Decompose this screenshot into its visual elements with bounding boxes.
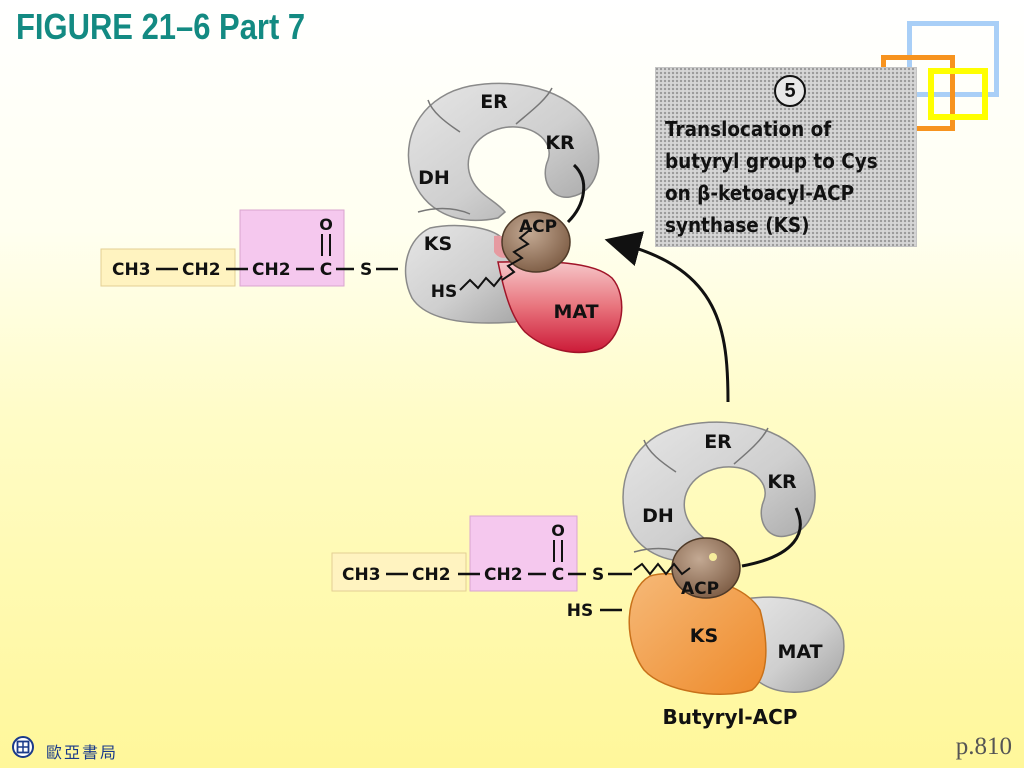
- bottom-er-label: ER: [704, 431, 732, 453]
- bottom-butyryl-chain: CH3 CH2 CH2 C O S: [331, 515, 632, 592]
- bottom-acp-zigzag: [633, 562, 691, 576]
- bottom-chain-highlight-yellow: [331, 552, 467, 592]
- bottom-caption: Butyryl-ACP: [663, 705, 798, 729]
- bottom-acp-highlight-dot: [709, 553, 717, 561]
- top-chain-carbonyl-c: C: [320, 260, 332, 280]
- bottom-kr-label: KR: [767, 471, 797, 493]
- top-dh-label: DH: [418, 167, 450, 189]
- top-mat-domain: [497, 260, 623, 354]
- top-chain-highlight-pink: [239, 209, 345, 287]
- bottom-chain-carbonyl-o: O: [551, 521, 565, 540]
- step-description: Translocation of butyryl group to Cys on…: [665, 113, 893, 241]
- top-er-label: ER: [480, 91, 508, 113]
- step-line-1: Translocation of: [665, 117, 832, 141]
- yellow-square-decoration: [928, 68, 988, 120]
- bottom-domain-divider-er-kr: [733, 427, 769, 465]
- bottom-hs-label: HS: [567, 601, 593, 621]
- translocation-arrow: [604, 231, 730, 403]
- top-chain-sulfur: S: [360, 260, 372, 280]
- top-chain-ch2-a: CH2: [182, 260, 221, 280]
- publisher-logo-icon: [12, 736, 34, 758]
- step-description-box: 5 Translocation of butyryl group to Cys …: [655, 67, 917, 247]
- bottom-chain-ch2-a: CH2: [412, 565, 451, 585]
- top-mat-label: MAT: [553, 301, 598, 323]
- bottom-protein-arm-er-kr-dh: [622, 421, 816, 563]
- bottom-ks-label: KS: [690, 625, 718, 647]
- top-protein-arm-er-kr-dh: [407, 82, 600, 222]
- bottom-mat-domain: [739, 596, 845, 693]
- top-kr-label: KR: [545, 132, 575, 154]
- step-number-badge: 5: [774, 75, 806, 107]
- bottom-chain-sulfur: S: [592, 565, 604, 585]
- top-acp-domain: [501, 211, 571, 273]
- top-hs-label: HS: [431, 282, 457, 302]
- step-line-2: butyryl group to Cys: [665, 149, 878, 173]
- step-line-3: on β-ketoacyl-ACP: [665, 181, 855, 205]
- publisher-name: 歐亞書局: [46, 743, 119, 762]
- top-chain-highlight-yellow: [100, 248, 236, 287]
- bottom-dh-label: DH: [642, 505, 674, 527]
- top-butyryl-chain: CH3 CH2 CH2 C O S: [100, 209, 398, 287]
- bottom-chain-ch3: CH3: [342, 565, 381, 585]
- top-acp-label: ACP: [519, 217, 557, 237]
- bottom-chain-highlight-pink: [469, 515, 578, 592]
- top-synthase-complex: ER KR DH KS ACP MAT HS: [404, 82, 623, 354]
- bottom-domain-divider-er-dh: [643, 439, 677, 473]
- step-line-4: synthase (KS): [665, 213, 810, 237]
- bottom-kr-acp-tether: [741, 507, 802, 568]
- top-acp-zigzag: [501, 227, 533, 281]
- top-chain-carbonyl-o: O: [319, 215, 333, 234]
- top-ks-zigzag: [459, 275, 503, 291]
- bottom-synthase-complex: ER KR DH ACP KS MAT HS Butyryl-ACP: [567, 421, 845, 729]
- top-kr-acp-tether: [566, 163, 586, 224]
- bottom-mat-label: MAT: [777, 641, 822, 663]
- bottom-acp-label: ACP: [681, 579, 719, 599]
- top-ks-label: KS: [424, 233, 452, 255]
- top-chain-ch2-b: CH2: [252, 260, 291, 280]
- top-domain-divider-er-dh: [427, 99, 461, 133]
- top-domain-divider-er-kr: [515, 87, 553, 125]
- figure-title: FIGURE 21–6 Part 7: [16, 6, 306, 47]
- top-chain-ch3: CH3: [112, 260, 151, 280]
- page-reference: p.810: [955, 733, 1012, 760]
- bottom-chain-carbonyl-c: C: [552, 565, 564, 585]
- top-domain-divider-dh-ks: [417, 207, 471, 215]
- bottom-chain-ch2-b: CH2: [484, 565, 523, 585]
